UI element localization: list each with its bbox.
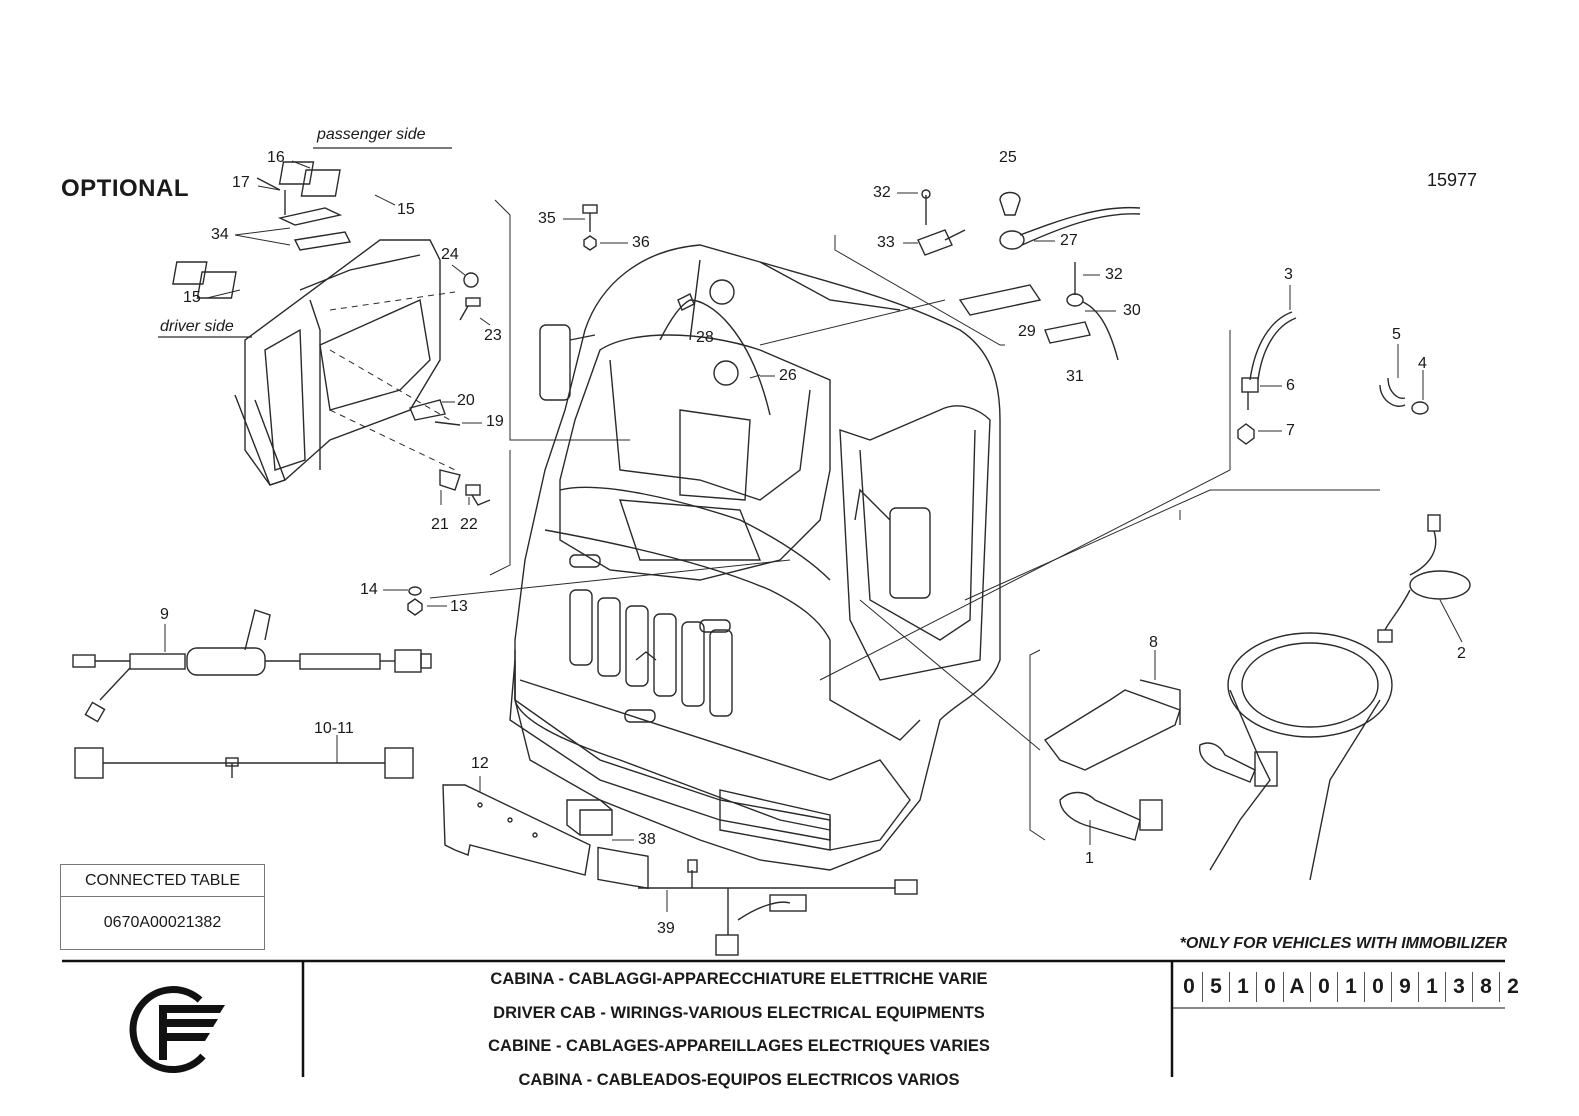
callout-21: 21 <box>431 516 449 533</box>
callout-9: 9 <box>160 606 169 623</box>
callout-4: 4 <box>1418 355 1427 372</box>
callout-8: 8 <box>1149 634 1158 651</box>
bracket-12 <box>442 784 591 876</box>
title-block: CABINA - CABLAGGI-APPARECCHIATURE ELETTR… <box>305 963 1173 1097</box>
callout-32-mid: 32 <box>1105 266 1123 283</box>
callout-36: 36 <box>632 234 650 251</box>
code-char: 1 <box>1419 972 1446 1002</box>
code-char: 2 <box>1507 975 1519 998</box>
code-char: 1 <box>1338 972 1365 1002</box>
cab-outline <box>514 244 1001 871</box>
callout-6: 6 <box>1286 377 1295 394</box>
title-spanish: CABINA - CABLEADOS-EQUIPOS ELECTRICOS VA… <box>518 1070 960 1089</box>
code-char: 0 <box>1176 972 1203 1002</box>
title-english: DRIVER CAB - WIRINGS-VARIOUS ELECTRICAL … <box>493 1003 985 1022</box>
callout-35: 35 <box>538 210 556 227</box>
callout-26: 26 <box>779 367 797 384</box>
immobilizer-footnote: *ONLY FOR VEHICLES WITH IMMOBILIZER <box>1179 935 1507 952</box>
harness-39 <box>638 859 918 956</box>
door-dashes <box>329 291 456 471</box>
callout-2: 2 <box>1457 645 1466 662</box>
sensor-3 <box>1237 311 1297 445</box>
code-char: 8 <box>1473 972 1500 1002</box>
connected-table: CONNECTED TABLE 0670A00021382 <box>60 864 265 950</box>
connected-table-value: 0670A00021382 <box>103 914 222 931</box>
module-38 <box>566 799 613 836</box>
callout-10-11: 10-11 <box>314 720 354 737</box>
callout-31: 31 <box>1066 368 1084 385</box>
callout-19: 19 <box>486 413 504 430</box>
title-block-frame <box>62 959 1505 1077</box>
labels-29-31 <box>958 284 1091 344</box>
bolt-35-36 <box>582 204 598 251</box>
callout-28: 28 <box>696 329 714 346</box>
callout-12: 12 <box>471 755 489 772</box>
company-logo-icon <box>129 986 225 1073</box>
seat <box>619 409 762 561</box>
callout-22: 22 <box>460 516 478 533</box>
callout-5: 5 <box>1392 326 1401 343</box>
callout-32-top: 32 <box>873 184 891 201</box>
harness-10-11 <box>74 747 414 779</box>
callout-7: 7 <box>1286 422 1295 439</box>
clamp-32-33 <box>917 189 966 256</box>
callout-14: 14 <box>360 581 378 598</box>
callout-24: 24 <box>441 246 459 263</box>
callout-15-driver: 15 <box>183 289 201 306</box>
code-char: 1 <box>1230 972 1257 1002</box>
callout-38: 38 <box>638 831 656 848</box>
callout-17: 17 <box>232 174 250 191</box>
callout-3: 3 <box>1284 266 1293 283</box>
driver-side-label: driver side <box>160 318 234 335</box>
callout-23: 23 <box>484 327 502 344</box>
door-panel <box>234 239 441 486</box>
mirror-left <box>539 324 596 401</box>
callout-27: 27 <box>1060 232 1078 249</box>
mirror-right <box>854 488 931 599</box>
cab-grille <box>569 554 733 890</box>
callout-leaders <box>164 160 1463 912</box>
callout-13: 13 <box>450 598 468 615</box>
callout-29: 29 <box>1018 323 1036 340</box>
grommet-25-27 <box>999 191 1141 250</box>
drawing-number: 15977 <box>1427 170 1478 190</box>
callout-16: 16 <box>267 149 285 166</box>
callout-39: 39 <box>657 920 675 937</box>
leader-lines <box>429 199 1380 841</box>
door-screws <box>409 272 491 506</box>
title-italian: CABINA - CABLAGGI-APPARECCHIATURE ELETTR… <box>490 970 988 988</box>
cab-bumper <box>509 659 911 851</box>
nut-13-14 <box>407 586 423 616</box>
callout-33: 33 <box>877 234 895 251</box>
table-code: 0 5 1 0 A 0 1 0 9 1 3 8 2 <box>1176 972 1526 1002</box>
callout-34: 34 <box>211 226 229 243</box>
window-switches <box>172 161 352 299</box>
callout-15-passenger: 15 <box>397 201 415 218</box>
code-char: 0 <box>1311 972 1338 1002</box>
title-french: CABINE - CABLAGES-APPAREILLAGES ELECTRIQ… <box>488 1037 990 1055</box>
passenger-side-label: passenger side <box>317 126 426 143</box>
clamp-4-5 <box>1379 377 1429 415</box>
code-char: 0 <box>1365 972 1392 1002</box>
callout-1: 1 <box>1085 850 1094 867</box>
optional-label: OPTIONAL <box>61 175 189 202</box>
connected-table-header: CONNECTED TABLE <box>61 865 264 897</box>
code-char: 0 <box>1257 972 1284 1002</box>
callout-20: 20 <box>457 392 475 409</box>
callout-30: 30 <box>1123 302 1141 319</box>
steering-assembly <box>1209 514 1471 881</box>
stalk-switches <box>1043 679 1256 841</box>
harness-9 <box>72 609 432 723</box>
code-char: 5 <box>1203 972 1230 1002</box>
code-char: A <box>1284 972 1311 1002</box>
code-char: 3 <box>1446 972 1473 1002</box>
code-char: 9 <box>1392 972 1419 1002</box>
earth-wire-30 <box>1066 262 1119 361</box>
roof-harness <box>659 279 771 416</box>
callout-25: 25 <box>999 149 1017 166</box>
